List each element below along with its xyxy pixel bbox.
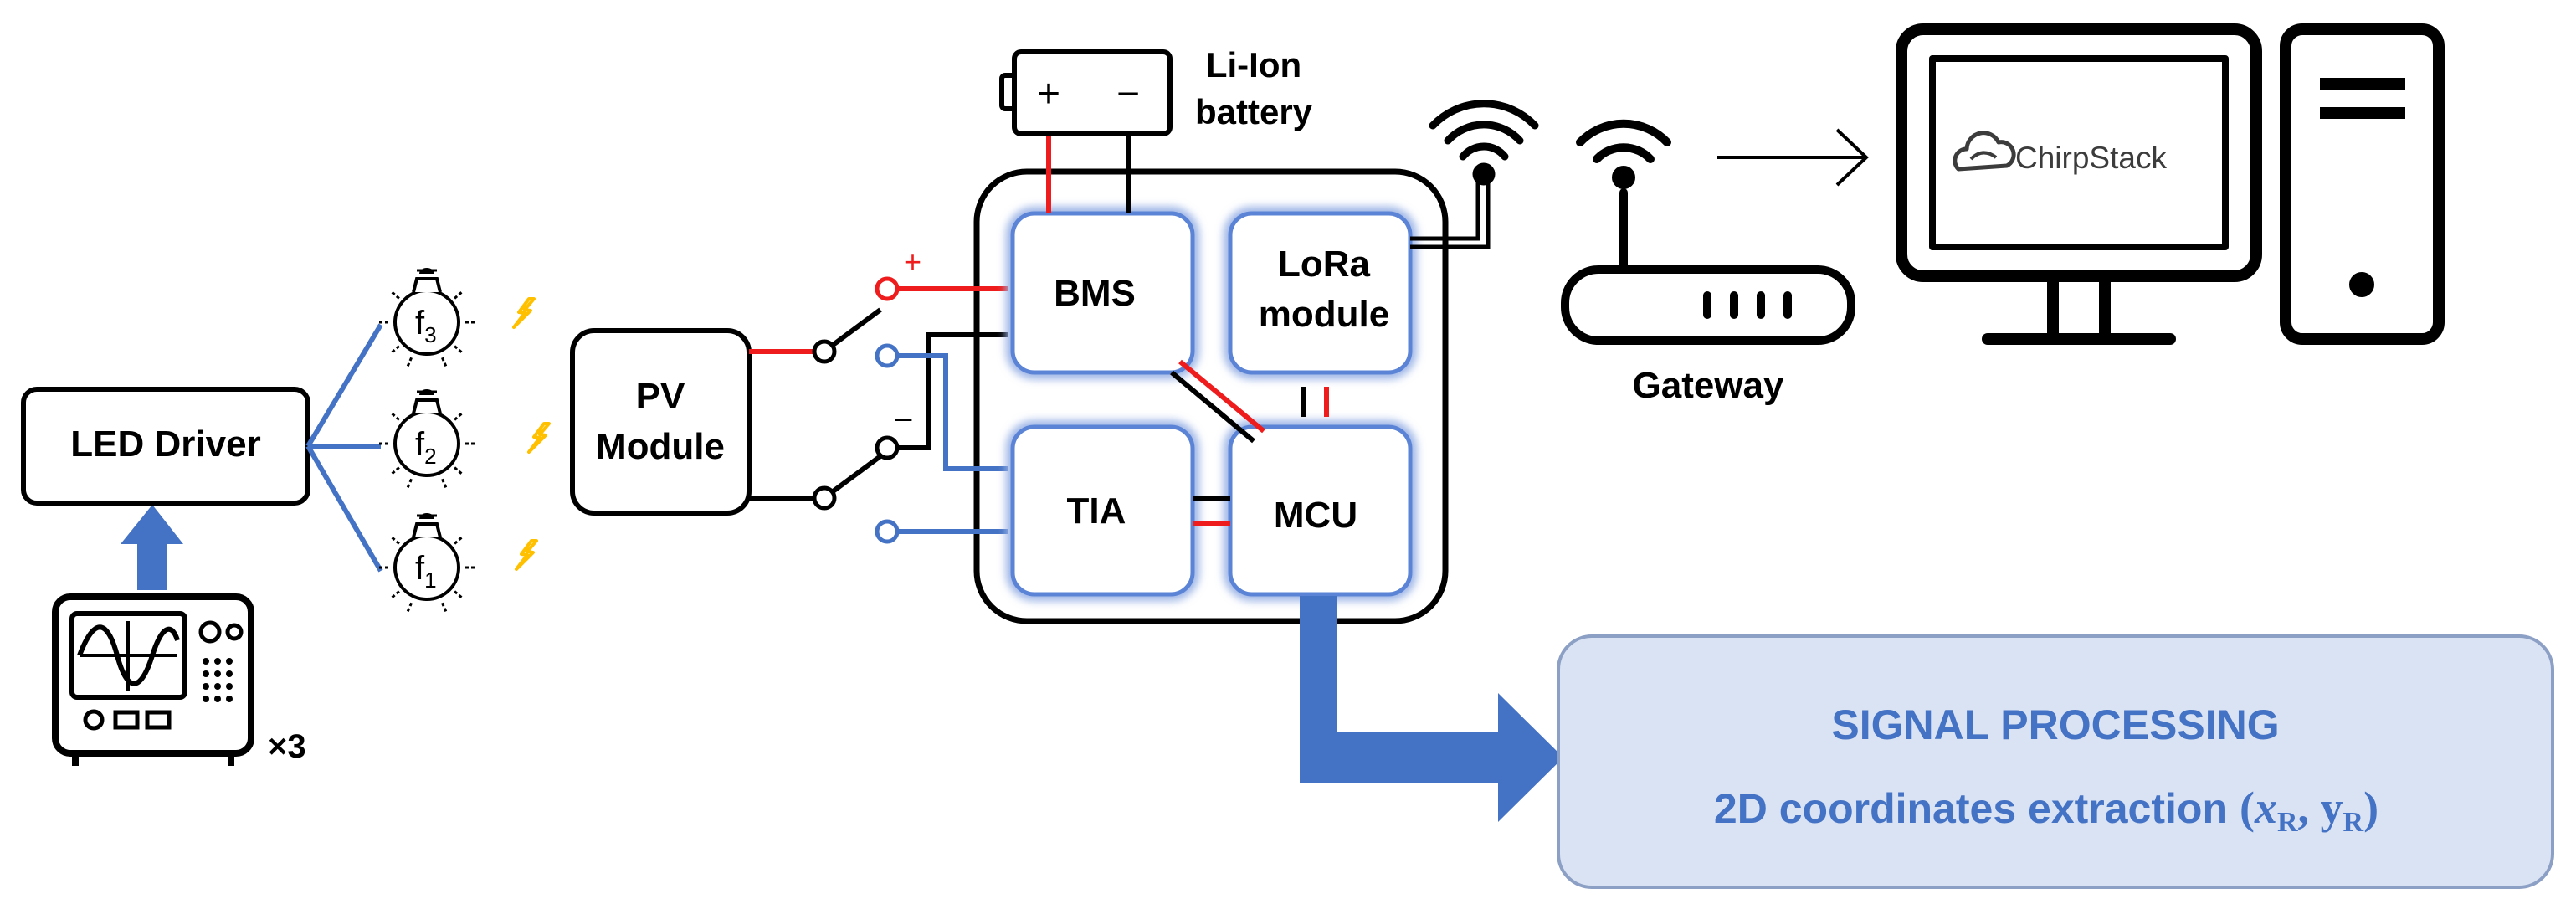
led-subscript: 2 bbox=[424, 444, 436, 469]
led-bulb-icon: f1 bbox=[378, 513, 475, 613]
signal-processing-title: SIGNAL PROCESSING bbox=[1831, 701, 2279, 748]
mcu-to-processing-arrow bbox=[1300, 596, 1563, 822]
led-bulb-icon: f3 bbox=[378, 268, 475, 367]
led-frequency-label: f2 bbox=[415, 426, 437, 469]
led-letter: f bbox=[415, 305, 425, 342]
lightning-icon bbox=[527, 422, 551, 454]
gateway-label: Gateway bbox=[1633, 365, 1785, 406]
led-frequency-label: f3 bbox=[415, 305, 437, 347]
generator-to-driver-arrow bbox=[121, 505, 183, 590]
lora-box bbox=[1228, 211, 1413, 375]
battery-wires bbox=[1046, 134, 1131, 213]
driver-led-wires bbox=[305, 323, 383, 573]
led-subscript: 3 bbox=[424, 322, 436, 347]
switch-contacts bbox=[812, 276, 900, 544]
function-generator-icon bbox=[52, 593, 254, 766]
lightning-icon bbox=[515, 539, 538, 571]
pv-output-wires bbox=[749, 349, 816, 501]
coordinates-line: 2D coordinates extraction(xR, yR) bbox=[1714, 783, 2378, 838]
bms-box bbox=[1010, 211, 1195, 375]
led-letter: f bbox=[415, 426, 425, 463]
mcu-label: MCU bbox=[1274, 495, 1357, 536]
pv-module-box bbox=[570, 328, 752, 516]
switch-levers bbox=[830, 307, 882, 495]
router-icon bbox=[1561, 119, 1855, 345]
gateway-to-server-arrow bbox=[1717, 128, 1869, 187]
internal-wires bbox=[1170, 359, 1329, 526]
mcu-box bbox=[1228, 424, 1413, 597]
coord-x: x bbox=[2254, 783, 2277, 833]
tia-box bbox=[1010, 424, 1195, 597]
led-letter: f bbox=[415, 550, 425, 587]
monitor-icon bbox=[1896, 23, 2262, 345]
lightning-icon bbox=[512, 297, 536, 329]
pc-tower-icon bbox=[2280, 23, 2445, 345]
signal-processing-panel bbox=[1557, 634, 2554, 889]
antenna-wire bbox=[1410, 176, 1491, 249]
chirpstack-wordmark: ChirpStack bbox=[2015, 141, 2167, 175]
led-subscript: 1 bbox=[424, 568, 436, 593]
lora-label-line2: module bbox=[1259, 294, 1389, 335]
pv-label-line2: Module bbox=[596, 426, 725, 467]
switch-plus-label: + bbox=[904, 244, 921, 279]
battery-minus: − bbox=[1116, 72, 1140, 116]
battery-label-line1: Li-Ion bbox=[1206, 45, 1301, 85]
switch-board-wires bbox=[897, 286, 1008, 534]
coord-x-sub: R bbox=[2277, 807, 2298, 838]
coord-y-sub: R bbox=[2343, 807, 2364, 838]
battery-label-line2: battery bbox=[1195, 92, 1313, 131]
tia-label: TIA bbox=[1067, 491, 1126, 532]
pv-label-line1: PV bbox=[636, 376, 685, 417]
switch-minus-label: − bbox=[894, 402, 913, 439]
coord-y: y bbox=[2321, 783, 2343, 833]
lora-label-line1: LoRa bbox=[1278, 244, 1371, 285]
wireless-signal-icon bbox=[1429, 100, 1539, 186]
led-driver-label: LED Driver bbox=[70, 424, 260, 465]
battery-icon bbox=[999, 49, 1173, 136]
bms-label: BMS bbox=[1054, 273, 1136, 314]
multiplier-label: ×3 bbox=[268, 728, 306, 765]
coordinates-subtitle: 2D coordinates extraction bbox=[1714, 785, 2228, 832]
led-frequency-label: f1 bbox=[415, 550, 437, 593]
chirpstack-logo: ChirpStack bbox=[1953, 131, 2167, 175]
led-bulb-icon: f2 bbox=[378, 389, 475, 489]
internal-blocks bbox=[1010, 211, 1413, 597]
battery-plus: + bbox=[1037, 72, 1060, 116]
